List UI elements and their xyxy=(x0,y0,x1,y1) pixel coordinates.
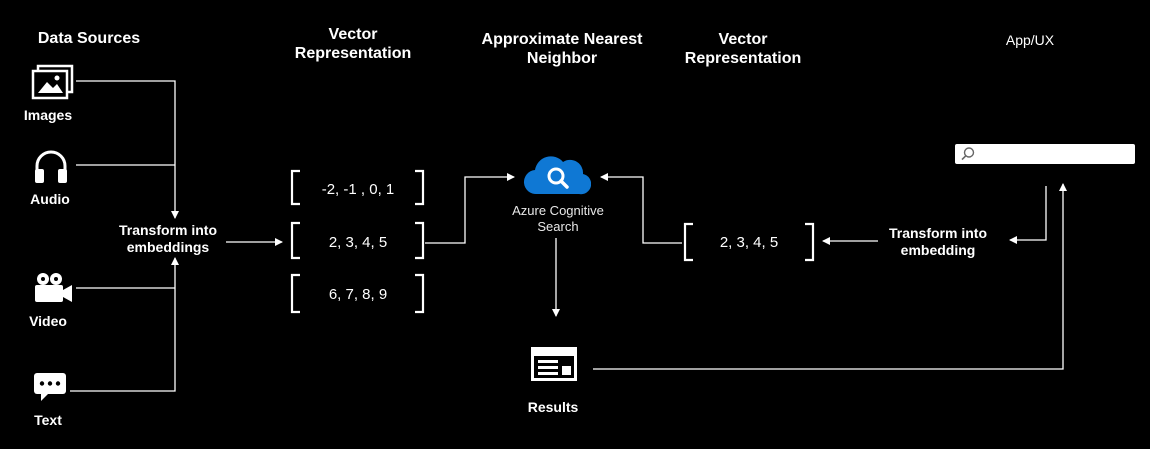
header-line: Neighbor xyxy=(526,50,598,67)
arrow-to-azure xyxy=(425,173,515,244)
bracket-left xyxy=(290,273,300,314)
vector-brackets xyxy=(290,169,815,314)
vector-left-row: 6, 7, 8, 9 xyxy=(328,286,388,303)
headphones-icon xyxy=(32,148,70,184)
header-line: Representation xyxy=(294,45,412,62)
header-approximate-nearest-neighbor: Approximate Nearest Neighbor xyxy=(467,30,657,68)
images-icon xyxy=(30,64,76,100)
header-vector-representation-left: Vector Representation xyxy=(283,25,423,63)
bracket-right xyxy=(415,273,425,314)
source-label-audio: Audio xyxy=(30,191,70,207)
connector-text xyxy=(70,257,179,392)
arrow-right-to-azure xyxy=(600,173,682,244)
source-label-text: Text xyxy=(34,412,62,428)
arrow-search-to-transform xyxy=(1009,186,1047,244)
transform-line: embedding xyxy=(900,242,976,258)
azure-cognitive-search-icon xyxy=(523,152,592,196)
search-input[interactable] xyxy=(955,144,1135,164)
transform-into-embeddings-label: Transform into embeddings xyxy=(108,222,228,256)
header-line: Approximate Nearest xyxy=(481,31,643,48)
transform-line: embeddings xyxy=(126,239,210,255)
header-app-ux: App/UX xyxy=(1005,32,1055,48)
header-line: Representation xyxy=(684,50,802,67)
vector-left-row: 2, 3, 4, 5 xyxy=(328,234,388,251)
bracket-right xyxy=(415,169,425,206)
results-window-icon xyxy=(530,346,578,382)
bracket-left xyxy=(683,222,693,262)
header-line: Vector xyxy=(718,31,768,48)
azure-line: Azure Cognitive xyxy=(512,203,604,218)
transform-line: Transform into xyxy=(888,225,987,241)
bracket-right xyxy=(805,222,815,262)
source-label-video: Video xyxy=(29,313,67,329)
source-label-images: Images xyxy=(23,107,73,123)
azure-cognitive-search-label: Azure Cognitive Search xyxy=(495,203,621,235)
bracket-left xyxy=(290,221,300,260)
header-data-sources: Data Sources xyxy=(37,30,141,47)
vector-left-row: -2, -1 , 0, 1 xyxy=(321,181,395,198)
results-label: Results xyxy=(527,399,579,415)
transform-line: Transform into xyxy=(118,222,217,238)
connector-images xyxy=(76,80,179,219)
vector-right-row: 2, 3, 4, 5 xyxy=(719,234,779,251)
transform-into-embedding-label: Transform into embedding xyxy=(878,225,998,259)
search-icon xyxy=(961,147,975,161)
bracket-right xyxy=(415,221,425,260)
arrow-results-to-app xyxy=(593,183,1067,370)
header-line: Vector xyxy=(328,26,378,43)
azure-line: Search xyxy=(537,219,579,234)
video-camera-icon xyxy=(32,272,74,304)
bracket-left xyxy=(290,169,300,206)
chat-bubble-icon xyxy=(33,372,67,402)
header-vector-representation-right: Vector Representation xyxy=(673,30,813,68)
